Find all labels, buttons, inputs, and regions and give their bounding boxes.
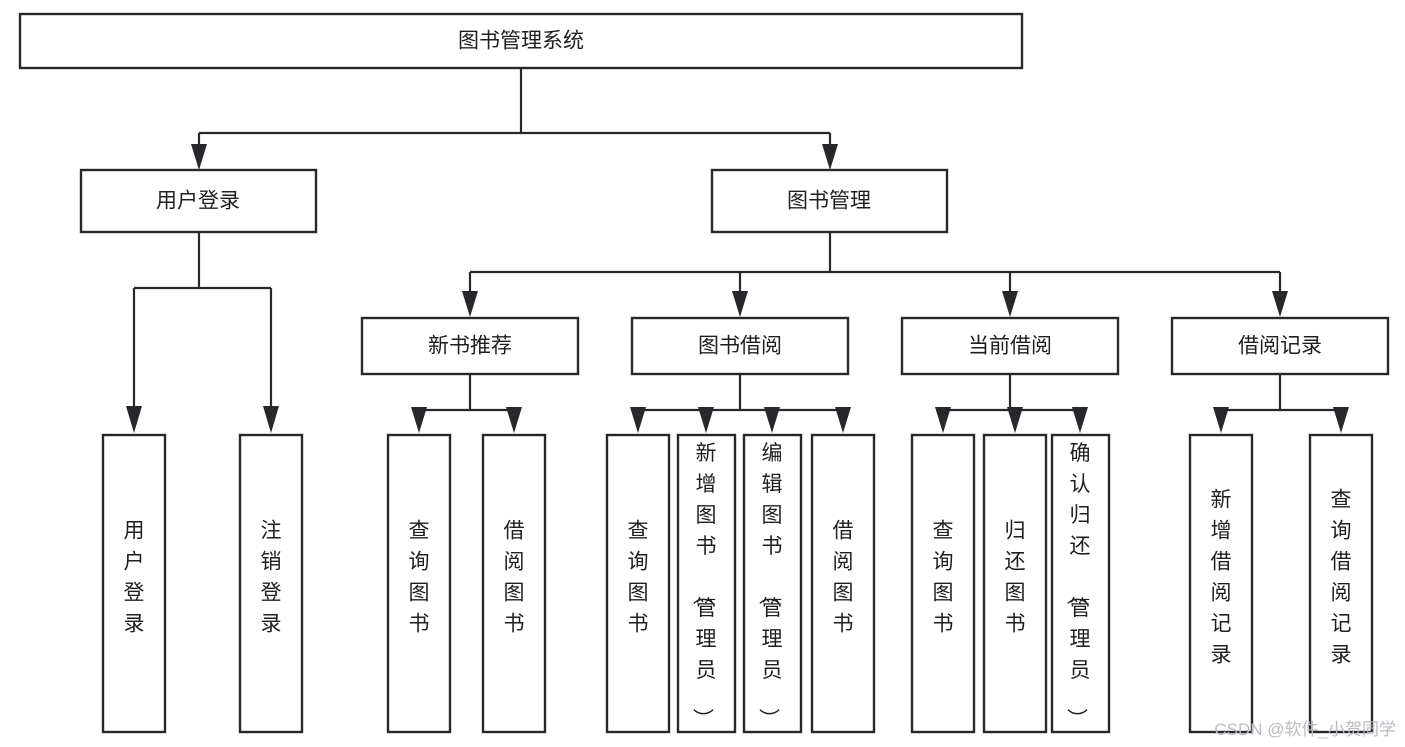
node-book-borrow-box[interactable] — [630, 316, 850, 376]
node-root-label: 图书管理系统 — [458, 30, 584, 53]
node-new-book-recommend-label: 新书推荐 — [428, 335, 512, 358]
arrowhead-leaf-add-record — [1213, 407, 1229, 433]
node-leaf-query-book-3[interactable]: 查询图书 — [910, 433, 976, 734]
node-book-management-label: 图书管理 — [787, 190, 871, 213]
node-root-box[interactable] — [18, 12, 1024, 70]
node-leaf-user-logout-label: 注销登录 — [261, 520, 282, 636]
node-leaf-query-book-3-label: 查询图书 — [933, 520, 954, 636]
node-leaf-return-book[interactable]: 归还图书 — [982, 433, 1048, 734]
node-leaf-return-book-box[interactable] — [982, 433, 1048, 734]
arrowhead-leaf-borrow-book-2 — [835, 407, 851, 433]
node-leaf-edit-book[interactable]: 编辑图书（管理员） — [742, 433, 803, 734]
node-leaf-return-book-label: 归还图书 — [1005, 520, 1026, 636]
node-current-borrow[interactable]: 当前借阅 — [900, 316, 1120, 376]
node-leaf-confirm-return[interactable]: 确认归还（管理员） — [1050, 433, 1111, 734]
node-leaf-add-book-label: 新增图书（管理员） — [691, 442, 717, 729]
arrowhead-leaf-user-login — [126, 406, 142, 433]
node-book-borrow-label: 图书借阅 — [698, 335, 782, 358]
connector-group-root — [191, 68, 838, 170]
node-current-borrow-box[interactable] — [900, 316, 1120, 376]
arrowhead-leaf-user-logout — [263, 406, 279, 433]
arrowhead-book-management — [822, 144, 838, 170]
node-leaf-add-record-label: 新增借阅记录 — [1211, 489, 1232, 667]
node-leaf-borrow-book-2[interactable]: 借阅图书 — [810, 433, 876, 734]
node-leaf-query-book-1-label: 查询图书 — [409, 520, 430, 636]
node-leaf-add-book-box[interactable] — [676, 433, 737, 734]
connector-group-user-login — [126, 232, 279, 433]
node-leaf-user-login-label: 用户登录 — [124, 520, 145, 636]
node-leaf-edit-book-label: 编辑图书（管理员） — [757, 442, 783, 729]
node-root[interactable]: 图书管理系统 — [18, 12, 1024, 70]
node-leaf-confirm-return-label: 确认归还（管理员） — [1065, 442, 1091, 729]
arrowhead-leaf-return-book — [1007, 407, 1023, 433]
node-leaf-query-book-2[interactable]: 查询图书 — [605, 433, 671, 734]
arrowhead-leaf-query-record — [1333, 407, 1349, 433]
arrowhead-book-borrow — [732, 291, 748, 317]
arrowhead-leaf-edit-book — [764, 407, 780, 433]
node-new-book-recommend-box[interactable] — [360, 316, 580, 376]
arrowhead-leaf-query-book-1 — [411, 407, 427, 433]
leaf-node-group: 用户登录 注销登录 查询图书 借阅图书 查询图书 新增图书（管理员） 编辑图书（… — [101, 433, 1374, 734]
node-leaf-query-book-2-label: 查询图书 — [628, 520, 649, 636]
arrowhead-leaf-add-book — [698, 407, 714, 433]
arrowhead-borrow-record — [1272, 291, 1288, 317]
node-book-management-box[interactable] — [710, 168, 949, 234]
csdn-watermark: CSDN @软件_小贺同学 — [1214, 720, 1396, 739]
arrowhead-leaf-confirm-return — [1072, 407, 1088, 433]
arrowhead-user-login — [191, 144, 207, 170]
arrowhead-leaf-query-book-2 — [630, 407, 646, 433]
node-leaf-user-login[interactable]: 用户登录 — [101, 433, 167, 734]
node-leaf-query-book-1[interactable]: 查询图书 — [386, 433, 452, 734]
node-leaf-borrow-book-1[interactable]: 借阅图书 — [481, 433, 547, 734]
node-current-borrow-label: 当前借阅 — [968, 335, 1052, 358]
node-borrow-record-label: 借阅记录 — [1238, 335, 1322, 358]
arrowhead-leaf-query-book-3 — [935, 407, 951, 433]
arrowhead-current-borrow — [1002, 291, 1018, 317]
connector-group-borrow-record — [1213, 374, 1349, 433]
node-leaf-borrow-book-2-label: 借阅图书 — [833, 520, 854, 636]
node-leaf-query-book-2-box[interactable] — [605, 433, 671, 734]
node-user-login-box[interactable] — [79, 168, 318, 234]
node-borrow-record-box[interactable] — [1170, 316, 1390, 376]
arrowhead-new-book-recommend — [462, 291, 478, 317]
arrowhead-leaf-borrow-book-1 — [506, 407, 522, 433]
node-leaf-confirm-return-box[interactable] — [1050, 433, 1111, 734]
node-leaf-borrow-book-2-box[interactable] — [810, 433, 876, 734]
connector-group-book-management — [462, 232, 1288, 317]
node-leaf-query-book-1-box[interactable] — [386, 433, 452, 734]
node-leaf-user-logout[interactable]: 注销登录 — [238, 433, 304, 734]
node-borrow-record[interactable]: 借阅记录 — [1170, 316, 1390, 376]
connector-group-current-borrow — [935, 374, 1088, 433]
node-new-book-recommend[interactable]: 新书推荐 — [360, 316, 580, 376]
connector-group-new-book-recommend — [411, 374, 522, 433]
node-book-management[interactable]: 图书管理 — [710, 168, 949, 234]
node-leaf-query-record-label: 查询借阅记录 — [1331, 489, 1352, 667]
node-leaf-add-record-box[interactable] — [1188, 433, 1254, 734]
node-user-login-label: 用户登录 — [156, 190, 240, 213]
node-leaf-borrow-book-1-box[interactable] — [481, 433, 547, 734]
node-leaf-add-record[interactable]: 新增借阅记录 — [1188, 433, 1254, 734]
node-leaf-query-book-3-box[interactable] — [910, 433, 976, 734]
node-book-borrow[interactable]: 图书借阅 — [630, 316, 850, 376]
node-user-login[interactable]: 用户登录 — [79, 168, 318, 234]
node-leaf-user-logout-box[interactable] — [238, 433, 304, 734]
node-leaf-user-login-box[interactable] — [101, 433, 167, 734]
node-leaf-query-record[interactable]: 查询借阅记录 — [1308, 433, 1374, 734]
node-leaf-query-record-box[interactable] — [1308, 433, 1374, 734]
node-leaf-borrow-book-1-label: 借阅图书 — [504, 520, 525, 636]
node-leaf-edit-book-box[interactable] — [742, 433, 803, 734]
connector-group-book-borrow — [630, 374, 851, 433]
node-leaf-add-book[interactable]: 新增图书（管理员） — [676, 433, 737, 734]
